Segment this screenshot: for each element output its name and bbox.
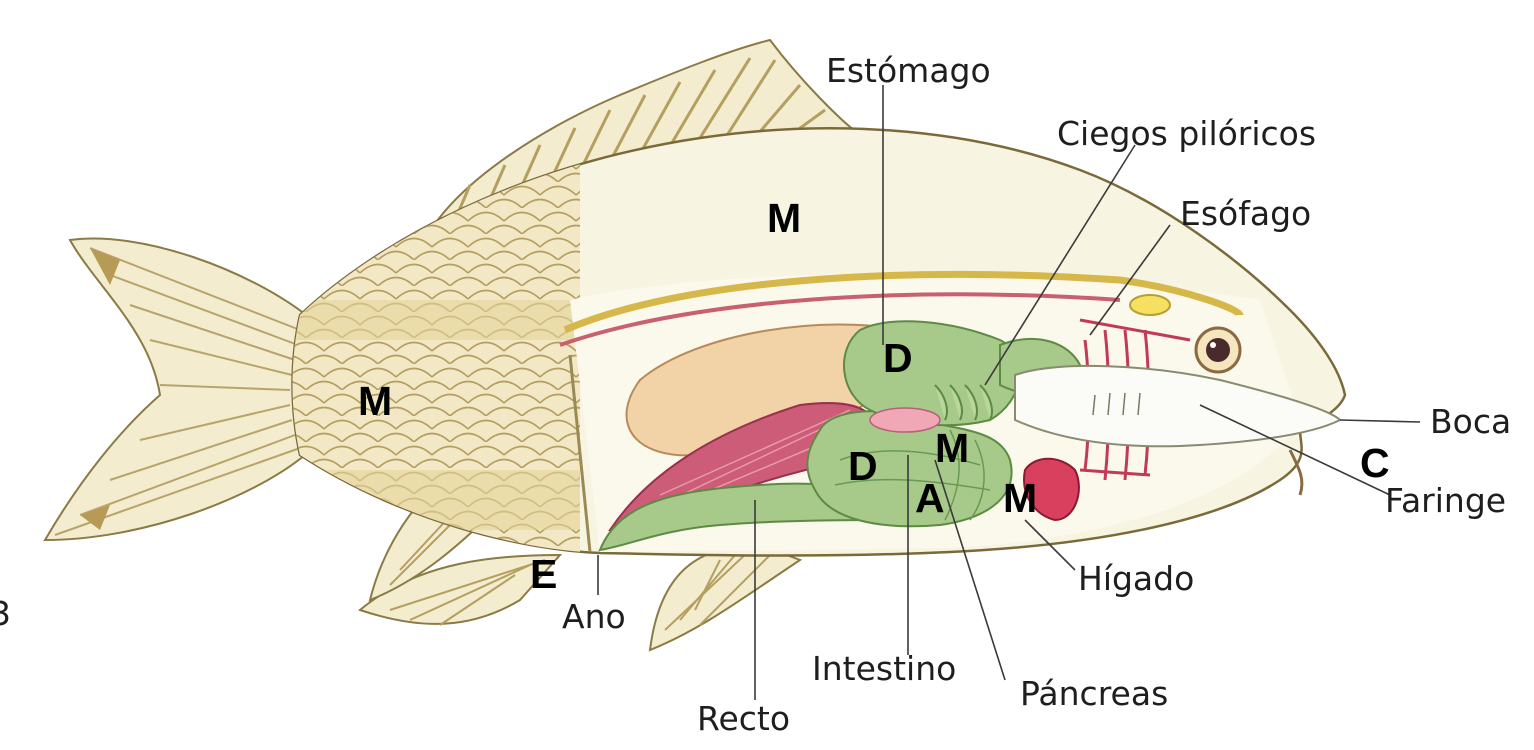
label-intestino: Intestino [812, 649, 956, 688]
label-faringe: Faringe [1385, 481, 1506, 520]
marker-e-anus: E [530, 551, 557, 597]
marker-d-intestine: D [848, 443, 878, 489]
label-higado: Hígado [1078, 559, 1194, 598]
marker-m-liver: M [1003, 475, 1037, 521]
nodule [1130, 295, 1170, 315]
label-ciegos-piloricos: Ciegos pilóricos [1057, 114, 1316, 153]
label-boca: Boca [1430, 402, 1511, 441]
marker-d-stomach: D [883, 335, 913, 381]
marker-a-center: A [915, 475, 945, 521]
label-esofago: Esófago [1180, 194, 1311, 233]
eye [1196, 328, 1240, 372]
marker-m-center: M [935, 425, 969, 471]
marker-m-tail: M [358, 378, 392, 424]
label-recto: Recto [697, 699, 790, 738]
caudal-fin [45, 238, 310, 540]
edge-fragment: 3 [0, 594, 11, 633]
marker-m-dorsal: M [767, 195, 801, 241]
pancreas-organ [870, 408, 940, 432]
label-ano: Ano [562, 597, 626, 636]
pelvic-fin [650, 545, 800, 650]
label-pancreas: Páncreas [1020, 674, 1168, 713]
label-estomago: Estómago [826, 51, 991, 90]
marker-c-mouth: C [1360, 440, 1390, 486]
stomach [844, 321, 1020, 425]
